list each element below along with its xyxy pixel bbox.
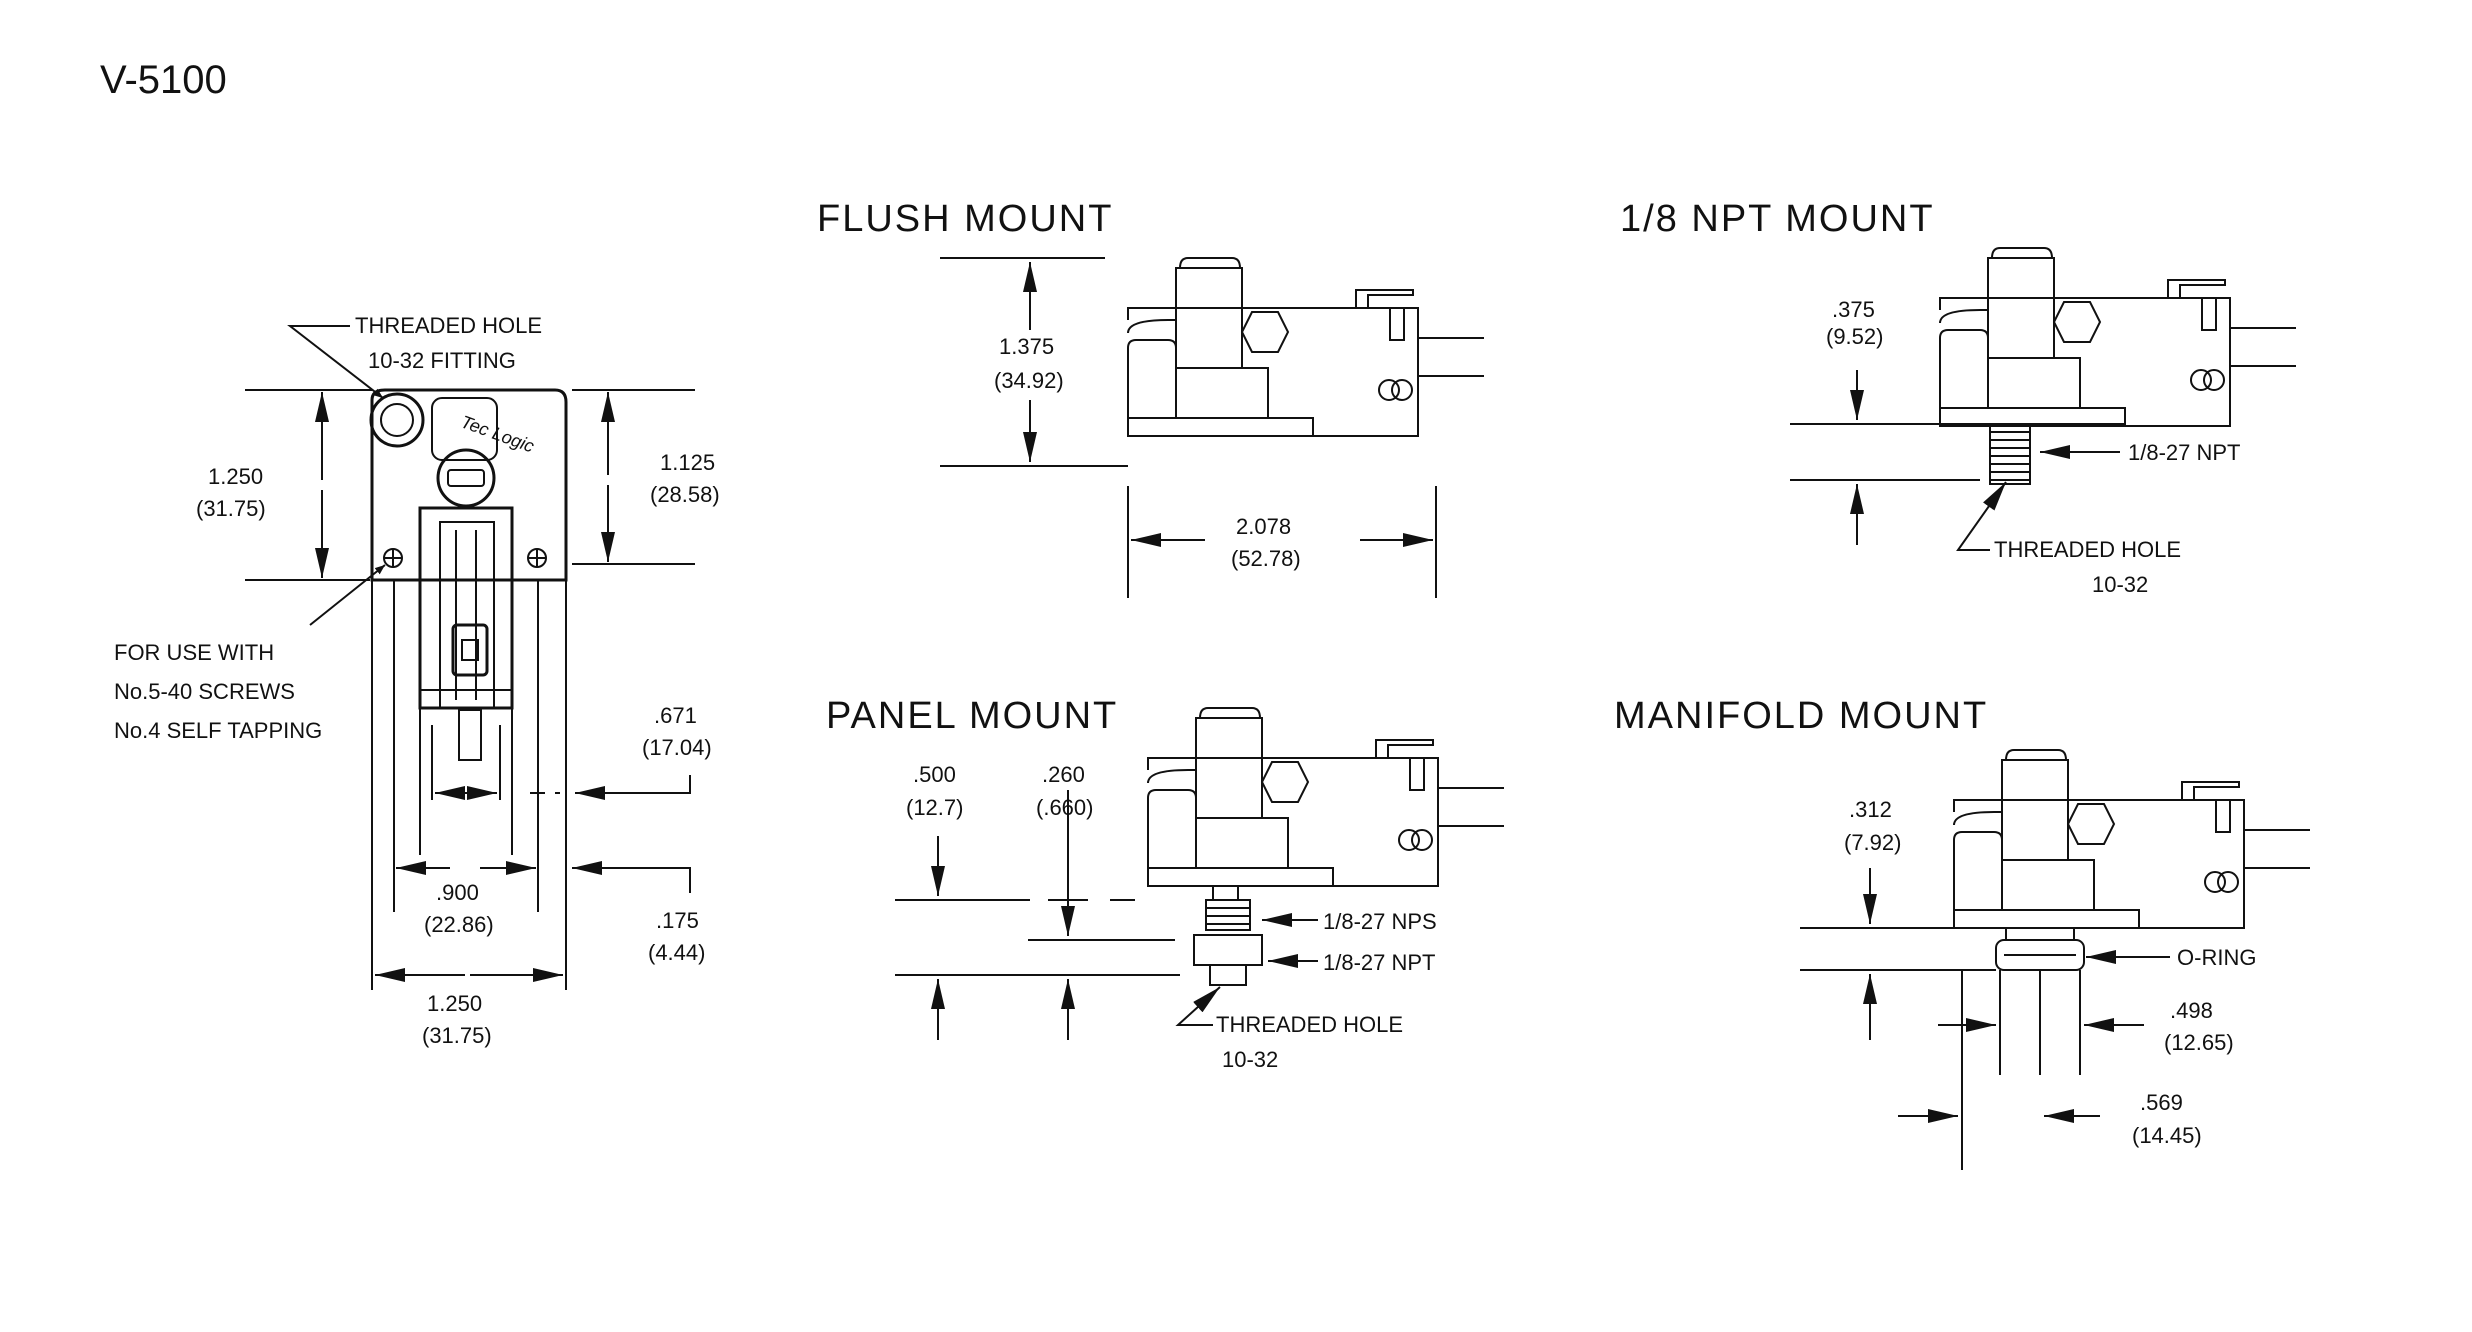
heading-flush-mount: FLUSH MOUNT: [817, 198, 1113, 240]
panel-npt-label: 1/8-27 NPT: [1323, 950, 1436, 975]
npt-mount-view: 1/8 NPT MOUNT .375 (9.52) 1/8-27 NPT THR…: [1620, 198, 2297, 597]
panel-mount-view: PANEL MOUNT .500 (12.7) .260 (.660) 1/8-…: [826, 695, 1505, 1072]
dim-175-in: .175: [656, 908, 699, 933]
flush-length-mm: (52.78): [1231, 546, 1301, 571]
adjust-screw: [436, 448, 496, 508]
flush-height-mm: (34.92): [994, 368, 1064, 393]
threaded-hole-circle: [369, 392, 425, 448]
panel-500-in: .500: [913, 762, 956, 787]
manifold-498-in: .498: [2170, 998, 2213, 1023]
manifold-569-mm: (14.45): [2132, 1123, 2202, 1148]
panel-260-mm: (.660): [1036, 795, 1093, 820]
dim-body-height-in: 1.125: [660, 450, 715, 475]
manifold-569-in: .569: [2140, 1090, 2183, 1115]
npt-dim-in: .375: [1832, 297, 1875, 322]
panel-nps-label: 1/8-27 NPS: [1323, 909, 1437, 934]
panel-hole-label: THREADED HOLE: [1216, 1012, 1403, 1037]
dim-body-height-mm: (28.58): [650, 482, 720, 507]
npt-dim-mm: (9.52): [1826, 324, 1883, 349]
label-screws-line3: No.4 SELF TAPPING: [114, 718, 322, 743]
label-fitting: 10-32 FITTING: [368, 348, 516, 373]
panel-nut: [1193, 934, 1263, 966]
switch-housing: [418, 506, 514, 710]
heading-npt-mount: 1/8 NPT MOUNT: [1620, 198, 1935, 240]
npt-thread-label: 1/8-27 NPT: [2128, 440, 2241, 465]
npt-hole-label: THREADED HOLE: [1994, 537, 2181, 562]
dim-175-mm: (4.44): [648, 940, 705, 965]
dim-width-mm: (31.75): [422, 1023, 492, 1048]
manifold-oring-label: O-RING: [2177, 945, 2256, 970]
dim-width-in: 1.250: [427, 991, 482, 1016]
dim-900-in: .900: [436, 880, 479, 905]
dim-height-mm: (31.75): [196, 496, 266, 521]
flush-length-in: 2.078: [1236, 514, 1291, 539]
panel-260-in: .260: [1042, 762, 1085, 787]
manifold-498-mm: (12.65): [2164, 1030, 2234, 1055]
panel-500-mm: (12.7): [906, 795, 963, 820]
heading-manifold-mount: MANIFOLD MOUNT: [1614, 695, 1988, 737]
heading-panel-mount: PANEL MOUNT: [826, 695, 1118, 737]
label-threaded-hole: THREADED HOLE: [355, 313, 542, 338]
panel-hole-size: 10-32: [1222, 1047, 1278, 1072]
label-screws-line1: FOR USE WITH: [114, 640, 274, 665]
manifold-312-mm: (7.92): [1844, 830, 1901, 855]
flush-mount-view: FLUSH MOUNT 1.375 (34.92) 2.078 (52.78): [817, 198, 1485, 598]
top-view: Tec Logic THREADED HOLE 10-32 FITTING 1.…: [114, 313, 720, 1048]
npt-thread: [1989, 423, 2031, 485]
dim-671-mm: (17.04): [642, 735, 712, 760]
dim-900-mm: (22.86): [424, 912, 494, 937]
manifold-312-in: .312: [1849, 797, 1892, 822]
npt-hole-size: 10-32: [2092, 572, 2148, 597]
label-screws-line2: No.5-40 SCREWS: [114, 679, 295, 704]
page-title: V-5100: [100, 58, 227, 102]
flush-height-in: 1.375: [999, 334, 1054, 359]
manifold-mount-view: MANIFOLD MOUNT .312 (7.92) O-RING .498 (…: [1614, 695, 2311, 1170]
dim-671-in: .671: [654, 703, 697, 728]
dim-height-in: 1.250: [208, 464, 263, 489]
